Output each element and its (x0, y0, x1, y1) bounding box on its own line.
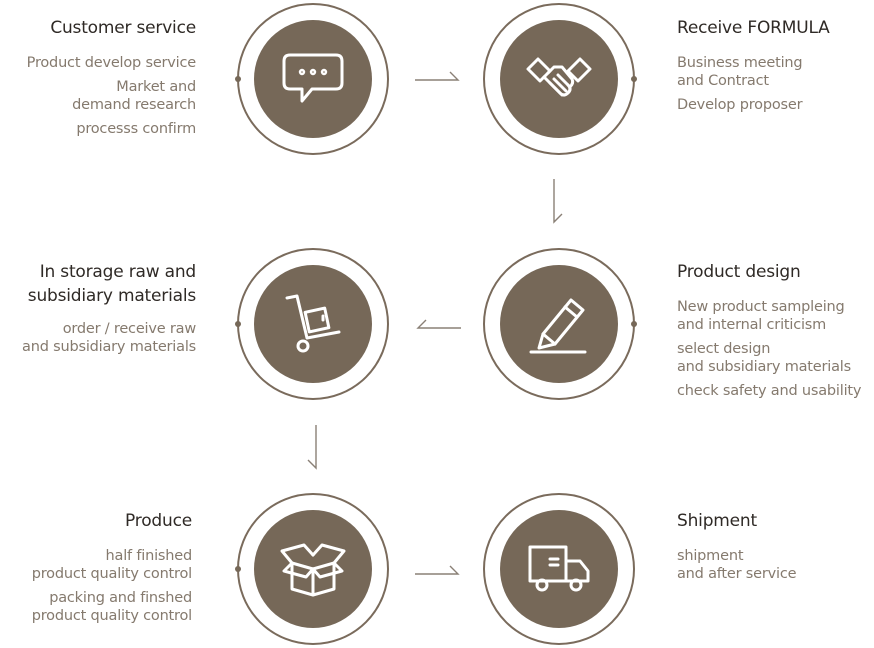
connector-dot (235, 321, 241, 327)
arrow-down (307, 425, 317, 470)
step-details: half finished product quality control pa… (6, 547, 192, 625)
step-detail: Market and demand research (72, 79, 196, 113)
step-detail: Business meeting and Contract (677, 55, 803, 89)
step-title: Shipment (677, 511, 757, 531)
connector-dot (235, 76, 241, 82)
step-details: Product develop service Market and deman… (10, 54, 197, 138)
icon-badge (254, 265, 372, 383)
step-details: shipment and after service (677, 547, 857, 583)
delivery-truck-icon (528, 545, 590, 592)
step-circle (235, 248, 389, 400)
arrow-down (553, 179, 563, 224)
icon-badge (254, 510, 372, 628)
step-title: In storage raw and subsidiary materials (27, 262, 196, 306)
step-text: Receive FORMULA Business meeting and Con… (677, 16, 867, 120)
step-text: Produce half finished product quality co… (6, 509, 192, 631)
step-title: Receive FORMULA (677, 18, 830, 38)
step-detail: Develop proposer (677, 97, 803, 113)
connector-dot (631, 76, 637, 82)
step-circle (483, 248, 637, 400)
connector-dot (235, 566, 241, 572)
step-circle (483, 3, 637, 155)
step-details: Business meeting and Contract Develop pr… (677, 54, 867, 114)
icon-badge (500, 510, 618, 628)
step-text: In storage raw and subsidiary materials … (6, 260, 196, 362)
step-text: Customer service Product develop service… (10, 16, 197, 144)
icon-badge (254, 20, 372, 138)
open-box-icon (280, 543, 346, 597)
step-title: Produce (125, 511, 192, 531)
step-details: New product sampleing and internal criti… (677, 298, 872, 400)
step-circle (235, 3, 389, 155)
step-detail: processs confirm (76, 121, 196, 137)
arrow-right (415, 565, 460, 575)
step-text: Product design New product sampleing and… (677, 260, 872, 406)
handshake-icon (526, 57, 592, 97)
step-circle (235, 493, 389, 645)
step-detail: select design and subsidiary materials (677, 341, 851, 375)
step-detail: shipment and after service (677, 548, 797, 582)
step-detail: half finished product quality control (31, 548, 192, 582)
step-details: order / receive raw and subsidiary mater… (6, 320, 196, 356)
icon-badge (500, 265, 618, 383)
step-detail: order / receive raw and subsidiary mater… (22, 321, 196, 355)
arrow-left (416, 319, 461, 329)
step-title: Customer service (50, 18, 196, 38)
step-detail: Product develop service (26, 55, 197, 71)
pencil-icon (529, 298, 587, 354)
connector-dot (631, 321, 637, 327)
hand-truck-icon (285, 294, 341, 353)
step-detail: check safety and usability (677, 383, 862, 399)
step-text: Shipment shipment and after service (677, 509, 857, 589)
step-title: Product design (677, 262, 801, 282)
step-detail: packing and finshed product quality cont… (31, 590, 192, 624)
step-detail: New product sampleing and internal criti… (677, 299, 845, 333)
arrow-right (415, 71, 460, 81)
speech-bubble-icon (282, 53, 344, 103)
step-circle (483, 493, 635, 645)
icon-badge (500, 20, 618, 138)
